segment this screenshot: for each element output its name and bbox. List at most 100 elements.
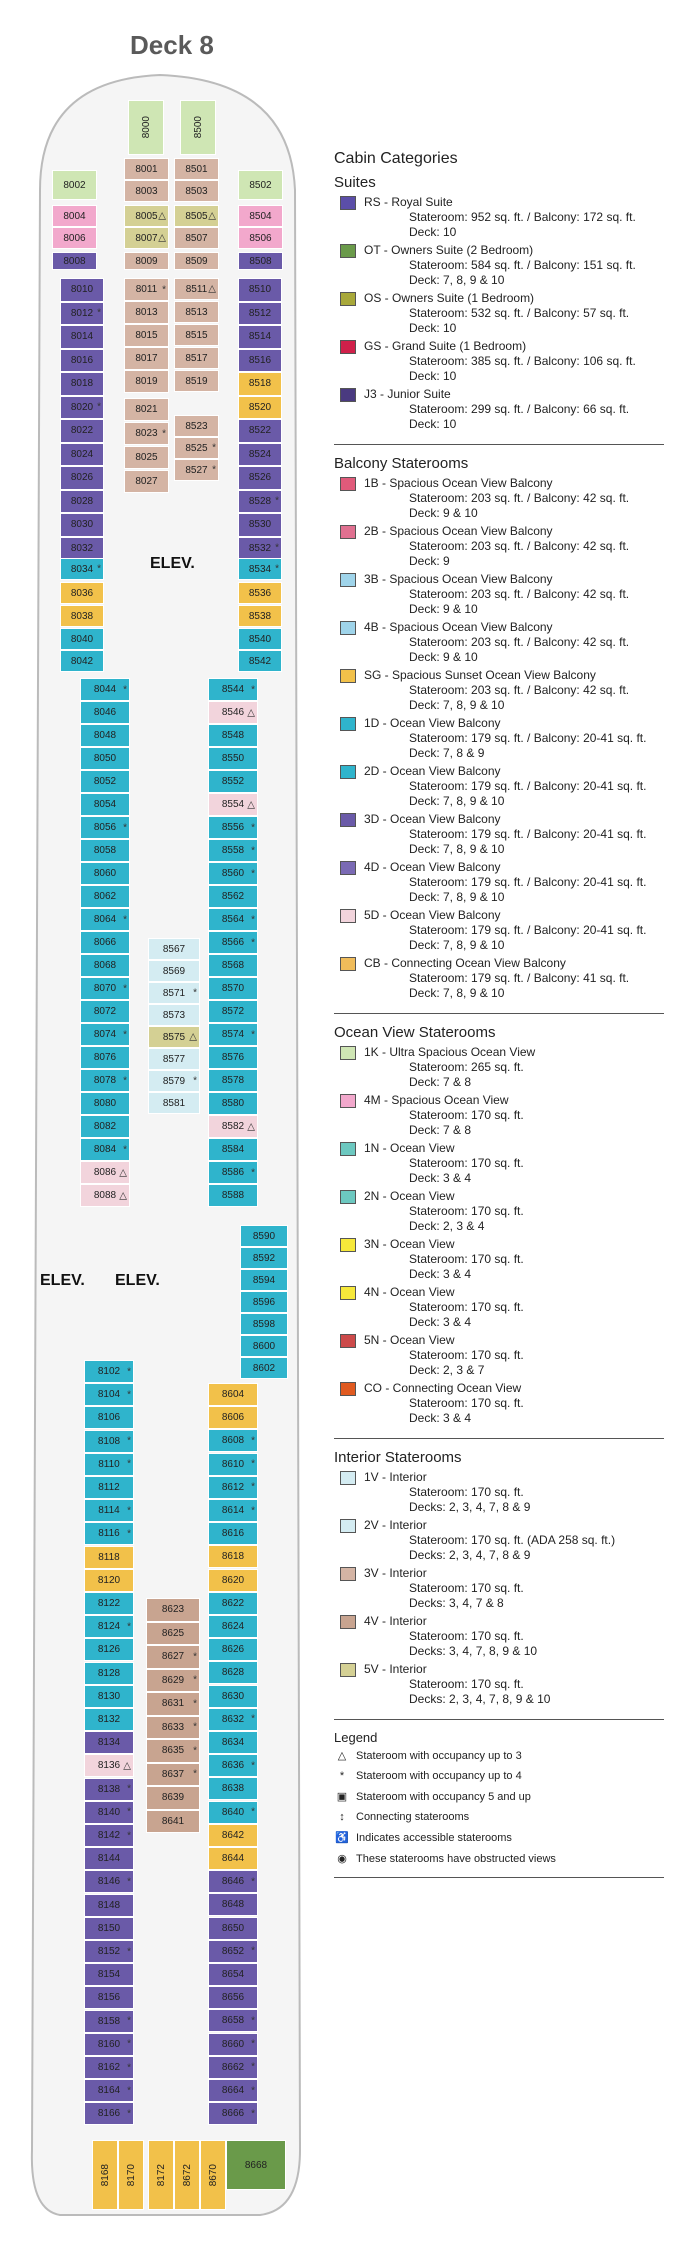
cabin-8036[interactable]: 8036 <box>60 582 104 604</box>
cabin-8003[interactable]: 8003 <box>124 180 169 202</box>
cabin-8527[interactable]: 8527* <box>174 459 219 481</box>
cabin-8513[interactable]: 8513 <box>174 301 219 323</box>
cabin-8000[interactable]: 8000 <box>128 100 164 155</box>
cabin-8140[interactable]: 8140* <box>84 1800 134 1824</box>
cabin-8627[interactable]: 8627* <box>146 1645 200 1669</box>
cabin-8562[interactable]: 8562 <box>208 885 258 908</box>
cabin-8503[interactable]: 8503 <box>174 180 219 202</box>
cabin-8569[interactable]: 8569 <box>148 960 200 982</box>
cabin-8658[interactable]: 8658* <box>208 2009 258 2033</box>
cabin-8639[interactable]: 8639 <box>146 1786 200 1810</box>
cabin-8044[interactable]: 8044* <box>80 678 130 701</box>
cabin-8540[interactable]: 8540 <box>238 628 282 650</box>
cabin-8106[interactable]: 8106 <box>84 1406 134 1430</box>
cabin-8594[interactable]: 8594 <box>240 1269 288 1291</box>
cabin-8641[interactable]: 8641 <box>146 1809 200 1833</box>
cabin-8637[interactable]: 8637* <box>146 1762 200 1786</box>
cabin-8650[interactable]: 8650 <box>208 1916 258 1940</box>
cabin-8009[interactable]: 8009 <box>124 252 169 270</box>
cabin-8088[interactable]: 8088△ <box>80 1184 130 1207</box>
cabin-8632[interactable]: 8632* <box>208 1707 258 1731</box>
cabin-8577[interactable]: 8577 <box>148 1048 200 1070</box>
cabin-8668[interactable]: 8668 <box>226 2140 286 2190</box>
cabin-8625[interactable]: 8625 <box>146 1621 200 1645</box>
cabin-8132[interactable]: 8132 <box>84 1708 134 1731</box>
cabin-8574[interactable]: 8574* <box>208 1023 258 1046</box>
cabin-8144[interactable]: 8144 <box>84 1847 134 1871</box>
cabin-8054[interactable]: 8054 <box>80 793 130 816</box>
cabin-8635[interactable]: 8635* <box>146 1739 200 1763</box>
cabin-8638[interactable]: 8638 <box>208 1777 258 1801</box>
cabin-8020[interactable]: 8020* <box>60 395 104 419</box>
cabin-8134[interactable]: 8134 <box>84 1731 134 1755</box>
cabin-8152[interactable]: 8152* <box>84 1940 134 1963</box>
cabin-8136[interactable]: 8136△ <box>84 1754 134 1778</box>
cabin-8166[interactable]: 8166* <box>84 2102 134 2126</box>
cabin-8004[interactable]: 8004 <box>52 205 97 227</box>
cabin-8015[interactable]: 8015 <box>124 324 169 347</box>
cabin-8631[interactable]: 8631* <box>146 1692 200 1716</box>
cabin-8528[interactable]: 8528* <box>238 489 282 513</box>
cabin-8622[interactable]: 8622 <box>208 1591 258 1615</box>
cabin-8582[interactable]: 8582△ <box>208 1115 258 1138</box>
cabin-8571[interactable]: 8571* <box>148 982 200 1004</box>
cabin-8024[interactable]: 8024 <box>60 442 104 466</box>
cabin-8614[interactable]: 8614* <box>208 1499 258 1522</box>
cabin-8511[interactable]: 8511△ <box>174 278 219 300</box>
cabin-8070[interactable]: 8070* <box>80 977 130 1000</box>
cabin-8567[interactable]: 8567 <box>148 938 200 960</box>
cabin-8602[interactable]: 8602 <box>240 1357 288 1379</box>
cabin-8560[interactable]: 8560* <box>208 862 258 885</box>
cabin-8156[interactable]: 8156 <box>84 1986 134 2010</box>
cabin-8012[interactable]: 8012* <box>60 301 104 325</box>
cabin-8104[interactable]: 8104* <box>84 1383 134 1407</box>
cabin-8080[interactable]: 8080 <box>80 1092 130 1115</box>
cabin-8001[interactable]: 8001 <box>124 158 169 180</box>
cabin-8610[interactable]: 8610* <box>208 1452 258 1476</box>
cabin-8558[interactable]: 8558* <box>208 839 258 862</box>
cabin-8112[interactable]: 8112 <box>84 1476 134 1499</box>
cabin-8525[interactable]: 8525* <box>174 437 219 459</box>
cabin-8034[interactable]: 8034* <box>60 558 104 580</box>
cabin-8122[interactable]: 8122 <box>84 1592 134 1615</box>
cabin-8544[interactable]: 8544* <box>208 678 258 701</box>
cabin-8066[interactable]: 8066 <box>80 931 130 954</box>
cabin-8032[interactable]: 8032 <box>60 536 104 560</box>
cabin-8002[interactable]: 8002 <box>52 170 97 200</box>
cabin-8666[interactable]: 8666* <box>208 2102 258 2126</box>
cabin-8130[interactable]: 8130 <box>84 1684 134 1708</box>
cabin-8048[interactable]: 8048 <box>80 724 130 747</box>
cabin-8142[interactable]: 8142* <box>84 1824 134 1847</box>
cabin-8586[interactable]: 8586* <box>208 1161 258 1184</box>
cabin-8590[interactable]: 8590 <box>240 1225 288 1247</box>
cabin-8608[interactable]: 8608* <box>208 1429 258 1453</box>
cabin-8660[interactable]: 8660* <box>208 2032 258 2056</box>
cabin-8116[interactable]: 8116* <box>84 1522 134 1546</box>
cabin-8581[interactable]: 8581 <box>148 1092 200 1114</box>
cabin-8526[interactable]: 8526 <box>238 466 282 490</box>
cabin-8566[interactable]: 8566* <box>208 931 258 954</box>
cabin-8556[interactable]: 8556* <box>208 816 258 839</box>
cabin-8636[interactable]: 8636* <box>208 1754 258 1778</box>
cabin-8644[interactable]: 8644 <box>208 1847 258 1870</box>
cabin-8612[interactable]: 8612* <box>208 1475 258 1499</box>
cabin-8633[interactable]: 8633* <box>146 1715 200 1739</box>
cabin-8010[interactable]: 8010 <box>60 278 104 302</box>
cabin-8502[interactable]: 8502 <box>238 170 283 200</box>
cabin-8076[interactable]: 8076 <box>80 1046 130 1069</box>
cabin-8542[interactable]: 8542 <box>238 650 282 672</box>
cabin-8126[interactable]: 8126 <box>84 1638 134 1662</box>
cabin-8623[interactable]: 8623 <box>146 1598 200 1622</box>
cabin-8596[interactable]: 8596 <box>240 1291 288 1313</box>
cabin-8629[interactable]: 8629* <box>146 1668 200 1692</box>
cabin-8516[interactable]: 8516 <box>238 348 282 372</box>
cabin-8060[interactable]: 8060 <box>80 862 130 885</box>
cabin-8162[interactable]: 8162* <box>84 2056 134 2079</box>
cabin-8510[interactable]: 8510 <box>238 278 282 302</box>
cabin-8064[interactable]: 8064* <box>80 908 130 931</box>
cabin-8646[interactable]: 8646* <box>208 1870 258 1894</box>
cabin-8548[interactable]: 8548 <box>208 724 258 747</box>
cabin-8006[interactable]: 8006 <box>52 227 97 249</box>
cabin-8664[interactable]: 8664* <box>208 2079 258 2102</box>
cabin-8507[interactable]: 8507 <box>174 227 219 249</box>
